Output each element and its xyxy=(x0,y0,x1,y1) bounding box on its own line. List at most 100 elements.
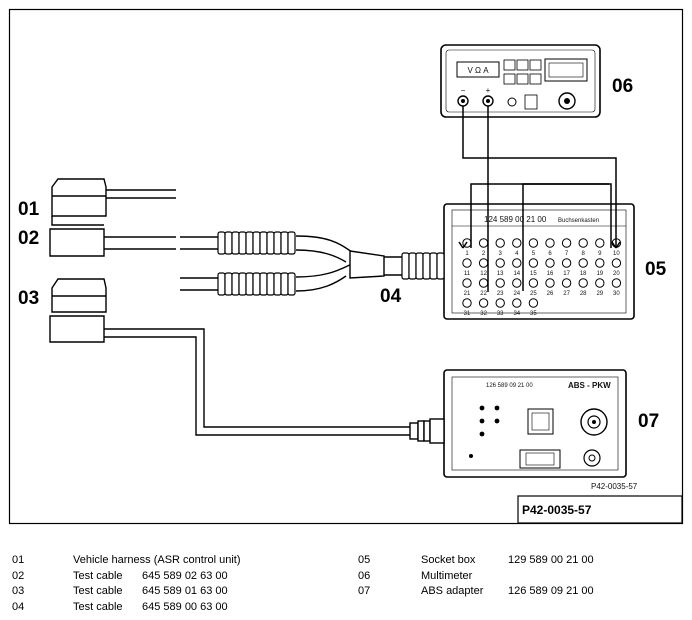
socket-jack xyxy=(561,278,572,288)
legend-desc: ABS adapter xyxy=(421,585,484,597)
legend-row: 05 Socket box 129 589 00 21 00 xyxy=(358,553,678,569)
socket-jack xyxy=(462,298,472,308)
socket-number: 32 xyxy=(480,311,487,317)
plus-label: + xyxy=(486,86,491,95)
socket-number: 15 xyxy=(530,271,537,277)
socket-number: 20 xyxy=(613,271,620,277)
legend-part: 129 589 00 21 00 xyxy=(508,554,594,566)
legend-row: 07 ABS adapter 126 589 09 21 00 xyxy=(358,584,678,600)
socket-number: 24 xyxy=(513,291,520,297)
multimeter-test-leads xyxy=(458,106,621,292)
legend-desc: Test cable xyxy=(73,569,123,582)
legend-num: 06 xyxy=(358,569,371,582)
cable-rib xyxy=(224,272,233,296)
socket-jack xyxy=(478,278,489,288)
cable-rib xyxy=(259,272,268,296)
socket-jack xyxy=(611,278,622,288)
socket-number: 4 xyxy=(515,251,519,257)
socket-jack xyxy=(578,278,588,288)
socket-number: 6 xyxy=(548,251,552,257)
cable-rib xyxy=(287,272,296,296)
socket-number: 30 xyxy=(613,291,620,297)
cable-rib xyxy=(280,272,289,296)
multimeter-display-text: V Ω A xyxy=(467,66,489,75)
cable-rib xyxy=(252,272,261,296)
socket-jack xyxy=(611,258,622,268)
socket-number: 1 xyxy=(465,251,469,257)
cable-rib xyxy=(252,231,261,255)
socket-jack xyxy=(462,278,472,288)
cable-rib xyxy=(217,231,226,255)
socket-jack xyxy=(462,258,472,268)
legend-num: 05 xyxy=(358,554,371,566)
legend-left: 01 Vehicle harness (ASR control unit) 02… xyxy=(12,553,342,615)
figure-ref-small: P42-0035-57 xyxy=(591,482,638,491)
socket-number: 9 xyxy=(598,251,602,257)
socket-number: 34 xyxy=(513,311,520,317)
socket-number: 8 xyxy=(582,251,586,257)
legend-row: 02 Test cable 645 589 02 63 00 xyxy=(12,569,342,585)
legend-desc: Vehicle harness (ASR control unit) xyxy=(73,554,241,566)
legend-row: 04 Test cable 645 589 00 63 00 xyxy=(12,600,342,616)
socket-jack xyxy=(478,298,489,308)
socket-jack xyxy=(545,258,555,268)
socket-number: 13 xyxy=(497,271,504,277)
cable-rib xyxy=(401,252,410,280)
cable-rib xyxy=(259,231,268,255)
socket-number: 25 xyxy=(530,291,537,297)
socket-number: 27 xyxy=(563,291,570,297)
legend-part: 645 589 01 63 00 xyxy=(142,585,228,597)
cable-rib xyxy=(273,231,282,255)
socket-number: 16 xyxy=(547,271,554,277)
legend-part: 645 589 00 63 00 xyxy=(142,600,228,613)
diagram-frame xyxy=(8,8,684,525)
legend-num: 02 xyxy=(12,569,25,582)
legend-num: 01 xyxy=(12,554,25,566)
cable-rib xyxy=(224,231,233,255)
socket-number: 26 xyxy=(547,291,554,297)
figure-id: P42-0035-57 xyxy=(522,503,592,517)
socket-number: 21 xyxy=(464,291,471,297)
cable-strain-reliefs xyxy=(217,231,445,296)
cable-rib xyxy=(245,272,254,296)
abs-adapter: 126 589 09 21 00 ABS - PKW xyxy=(443,369,627,478)
vehicle-harness-connector xyxy=(51,178,176,226)
y-test-cable xyxy=(180,235,402,292)
legend-desc: Multimeter xyxy=(421,569,473,582)
legend-row: 06 Multimeter xyxy=(358,569,678,585)
socket-number: 18 xyxy=(580,271,587,277)
socket-jack xyxy=(478,238,489,248)
cable-rib xyxy=(408,252,417,280)
multimeter-function-buttons xyxy=(503,59,542,85)
socket-number: 31 xyxy=(464,311,471,317)
socket-number: 33 xyxy=(497,311,504,317)
legend-desc: Test cable xyxy=(73,585,123,597)
cable-rib xyxy=(231,272,240,296)
cable-rib xyxy=(238,272,247,296)
socket-jack xyxy=(578,238,588,248)
abs-adapter-plug xyxy=(409,418,445,444)
socket-number: 28 xyxy=(580,291,587,297)
socket-number: 23 xyxy=(497,291,504,297)
socket-box-part-label: 124 589 00 21 00 xyxy=(484,215,547,224)
socket-jack xyxy=(495,258,505,268)
socket-box-name-label: Buchsenkasten xyxy=(558,218,599,224)
socket-jack xyxy=(595,278,605,288)
socket-number: 7 xyxy=(565,251,569,257)
cable-rib xyxy=(422,252,431,280)
socket-number: 14 xyxy=(513,271,520,277)
socket-jack xyxy=(528,278,539,288)
cable-rib xyxy=(266,231,275,255)
socket-jack xyxy=(512,258,522,268)
callout-04: 04 xyxy=(380,286,402,307)
callout-01: 01 xyxy=(18,199,40,220)
callout-02: 02 xyxy=(18,228,39,249)
abs-adapter-part-label: 126 589 09 21 00 xyxy=(486,383,533,389)
socket-jack xyxy=(512,238,522,248)
cable-rib xyxy=(245,231,254,255)
socket-number: 17 xyxy=(563,271,570,277)
cable-rib xyxy=(415,252,424,280)
socket-number: 2 xyxy=(482,251,486,257)
